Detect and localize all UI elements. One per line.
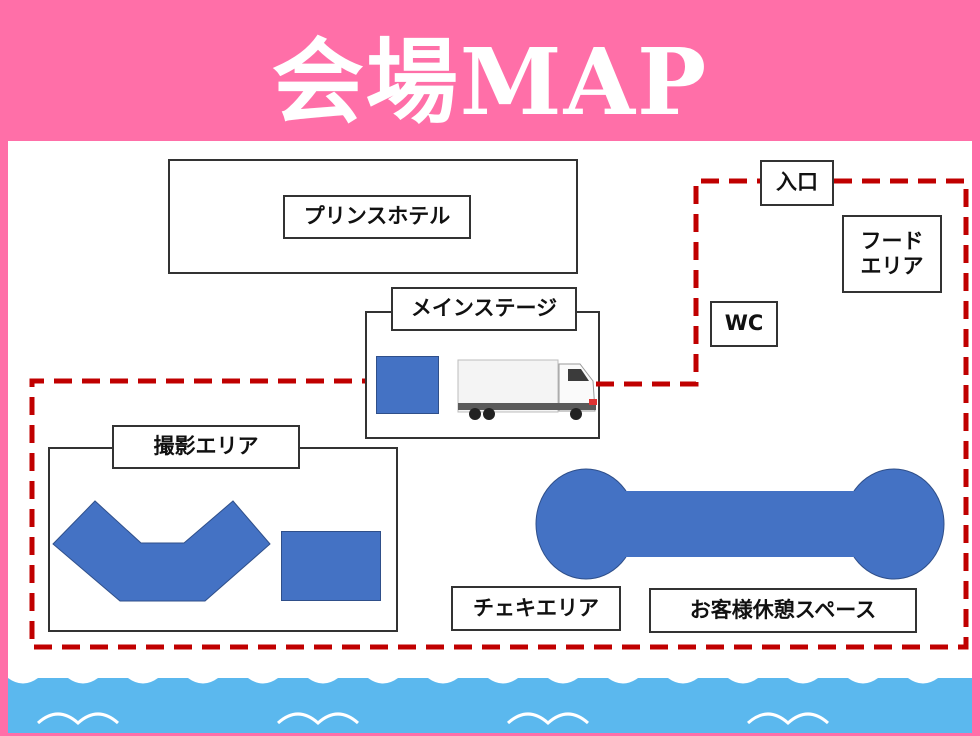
photo-booth-block <box>281 531 381 601</box>
entrance-label: 入口 <box>760 160 834 206</box>
photo-zone-shape <box>52 500 271 602</box>
prince-hotel-label: プリンスホテル <box>283 195 471 239</box>
map-vector-layer <box>8 178 972 733</box>
wc-label: WC <box>710 301 778 347</box>
stage-block <box>376 356 439 414</box>
page-title: 会場MAP <box>271 28 709 136</box>
header-banner: 会場MAP <box>0 0 980 140</box>
truck-icon <box>457 359 597 420</box>
rest-zone-shape <box>535 468 945 580</box>
sea-area <box>8 671 972 733</box>
cheki-area-label: チェキエリア <box>451 586 621 631</box>
food-area-label: フード エリア <box>842 215 942 293</box>
rest-space-label: お客様休憩スペース <box>649 588 917 633</box>
photo-area-label: 撮影エリア <box>112 425 300 469</box>
wave-icon <box>8 671 972 684</box>
main-stage-label: メインステージ <box>391 287 577 331</box>
venue-boundary <box>29 178 969 650</box>
map-board: プリンスホテル メインステージ 撮影エリア 入口 フード エリア WC チェキエ… <box>8 141 972 733</box>
